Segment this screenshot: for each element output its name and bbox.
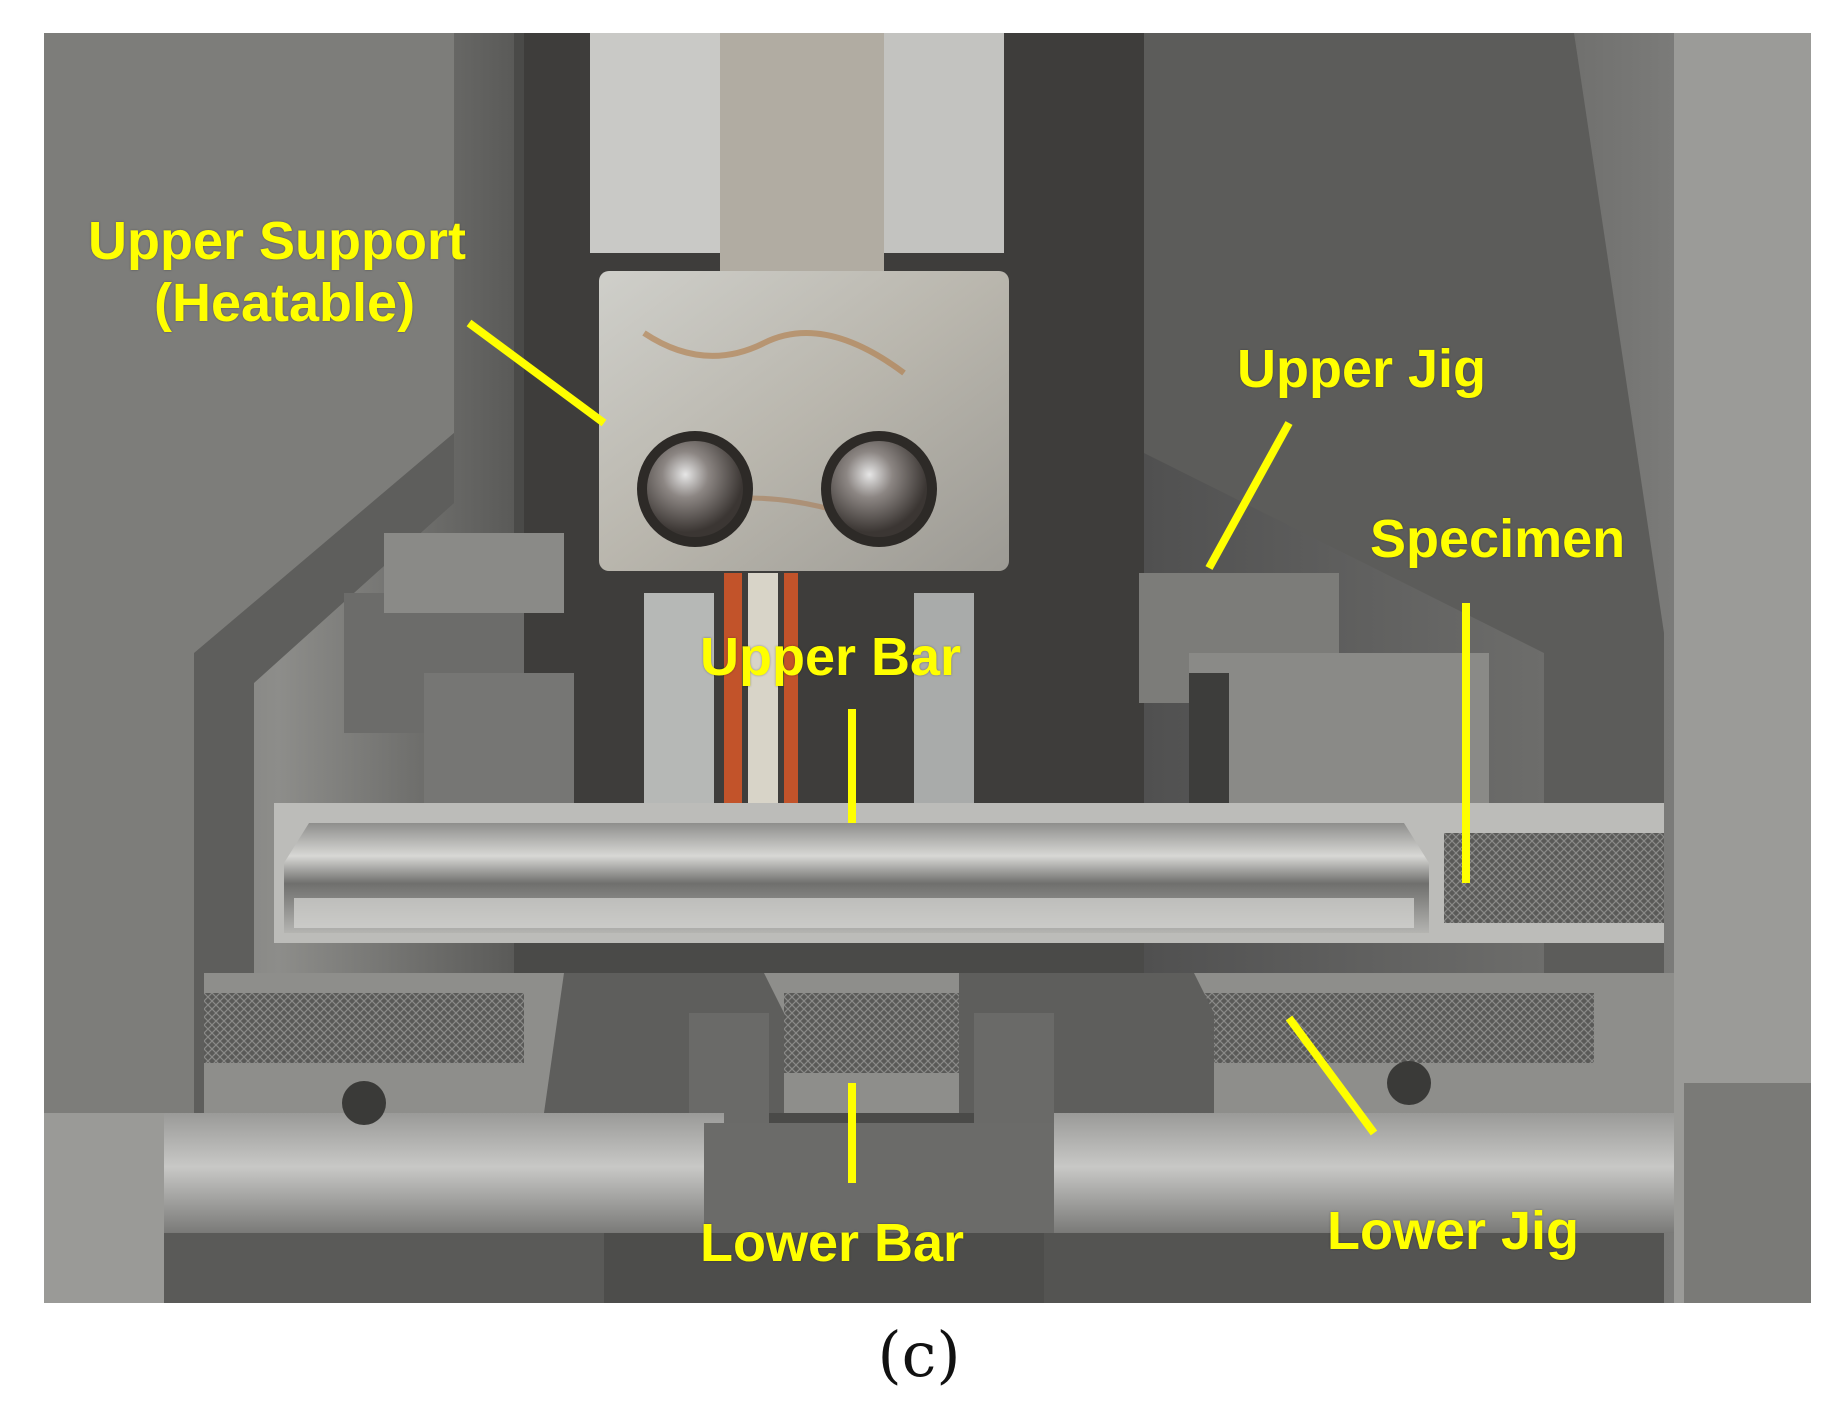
label-lower-jig: Lower Jig — [1327, 1201, 1580, 1261]
leader-line-upper-jig — [1205, 421, 1293, 570]
leader-line-lower-jig — [1285, 1015, 1378, 1136]
figure-caption: (c) — [877, 1318, 961, 1391]
test-rig-photo — [44, 33, 1811, 1303]
label-upper-support-line1: Upper Support — [88, 211, 466, 271]
label-lower-bar: Lower Bar — [700, 1213, 965, 1273]
label-upper-bar: Upper Bar — [700, 627, 962, 687]
label-upper-support: Upper Support (Heatable) — [88, 210, 466, 334]
label-upper-support-line2: (Heatable) — [154, 273, 416, 334]
leader-line-upper-support — [466, 319, 607, 427]
leader-lines — [466, 319, 1470, 1183]
label-specimen: Specimen — [1370, 509, 1626, 569]
label-upper-jig: Upper Jig — [1237, 339, 1487, 399]
